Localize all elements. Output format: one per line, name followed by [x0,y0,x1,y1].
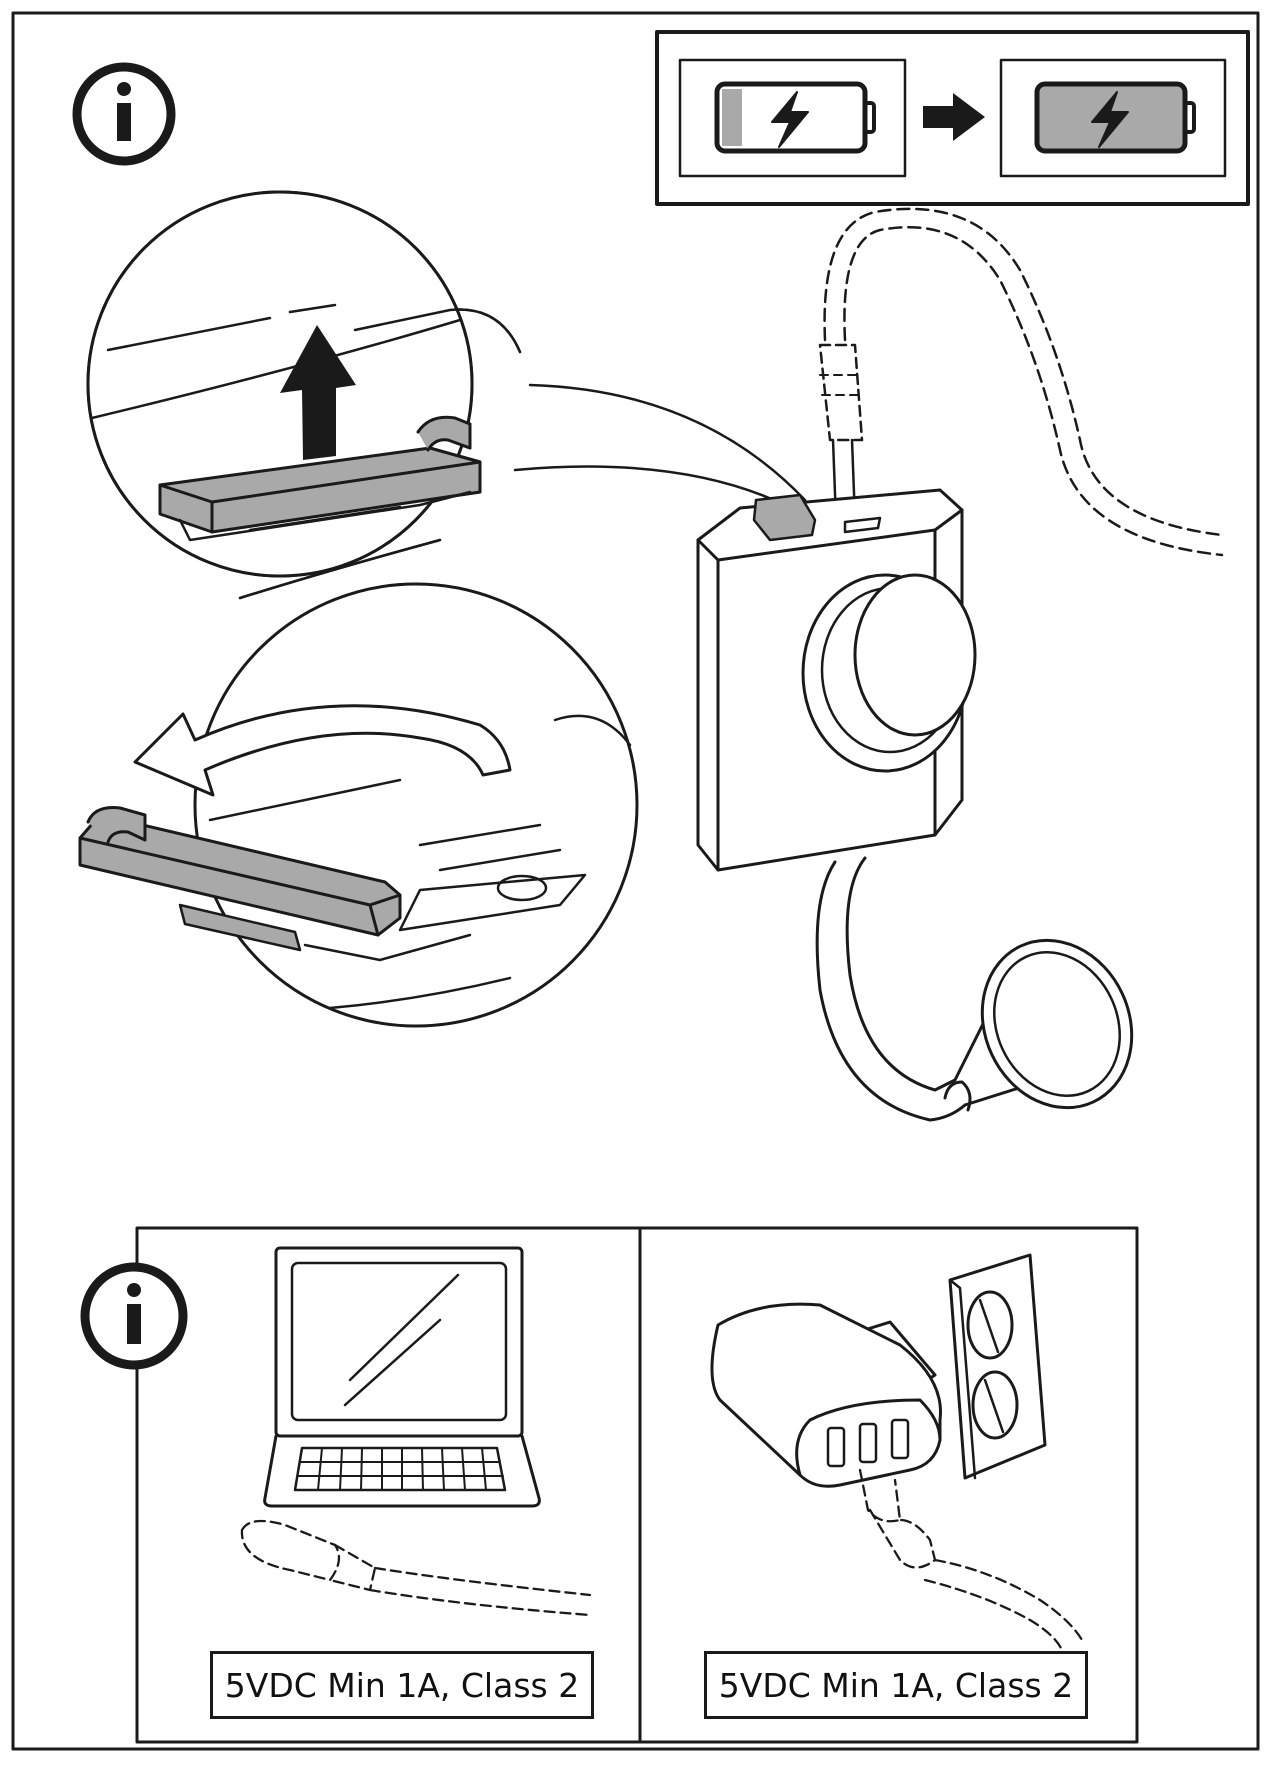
battery-charge-panel [655,30,1250,206]
zoom-circle-rotate-cover [78,190,639,1028]
wall-adapter-icon [710,1253,1047,1488]
arrow-right-icon [923,93,985,141]
laptop-icon [263,1246,541,1508]
device-body [696,207,1224,1122]
laptop-power-spec-label: 5VDC Min 1A, Class 2 [210,1651,594,1719]
info-icon [80,1262,188,1370]
adapter-power-spec-label: 5VDC Min 1A, Class 2 [704,1651,1088,1719]
battery-low-charging-icon [714,81,876,154]
page-border [11,11,1260,1751]
battery-full-charging-icon [1034,81,1196,154]
power-source-panel [80,1226,1139,1744]
dashed-cable [240,1519,592,1617]
info-icon [72,62,176,166]
dashed-cable [858,1468,1084,1652]
